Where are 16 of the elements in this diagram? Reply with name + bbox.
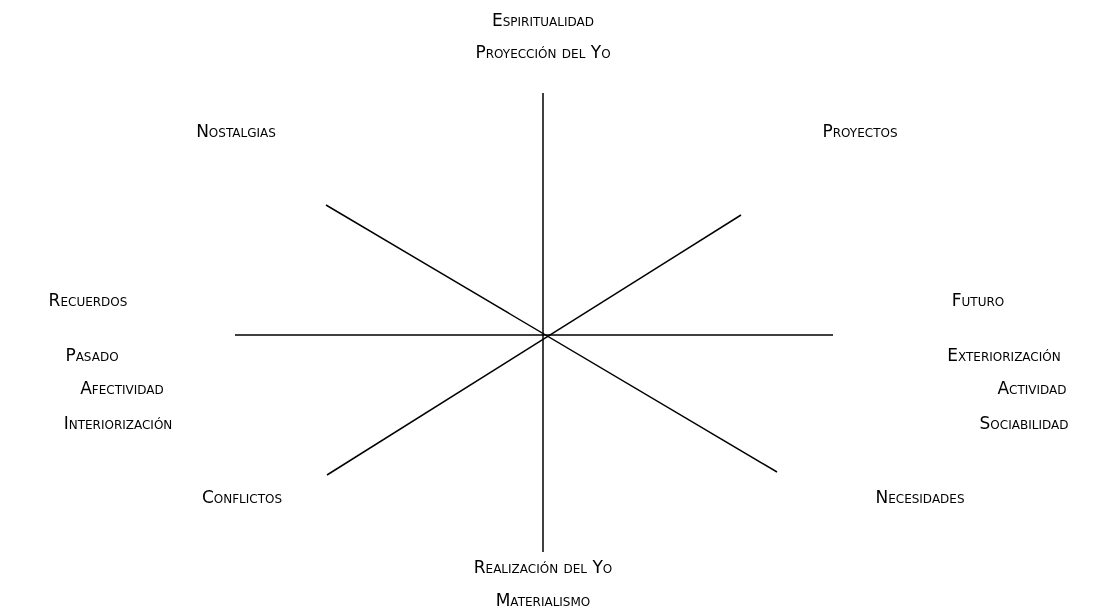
axis-label: Necesidades xyxy=(875,487,965,507)
axis-label: Actividad xyxy=(997,378,1067,398)
axis-label: Pasado xyxy=(65,345,119,365)
axis-label: Sociabilidad xyxy=(979,413,1069,433)
axis-label: Materialismo xyxy=(495,590,591,610)
axis-label: Futuro xyxy=(951,290,1005,310)
axis-label: Afectividad xyxy=(80,378,164,398)
axis-label: Proyectos xyxy=(822,121,898,141)
axis-label: Interiorización xyxy=(63,413,173,433)
axis-label: Exteriorización xyxy=(947,345,1061,365)
axis-label: Proyección del Yo xyxy=(475,42,611,62)
axis-label: Nostalgias xyxy=(196,121,276,141)
axis-label: Realización del Yo xyxy=(473,557,613,577)
axis-label: Espiritualidad xyxy=(492,10,594,30)
axis-label: Conflictos xyxy=(201,487,283,507)
axis-label: Recuerdos xyxy=(48,290,128,310)
